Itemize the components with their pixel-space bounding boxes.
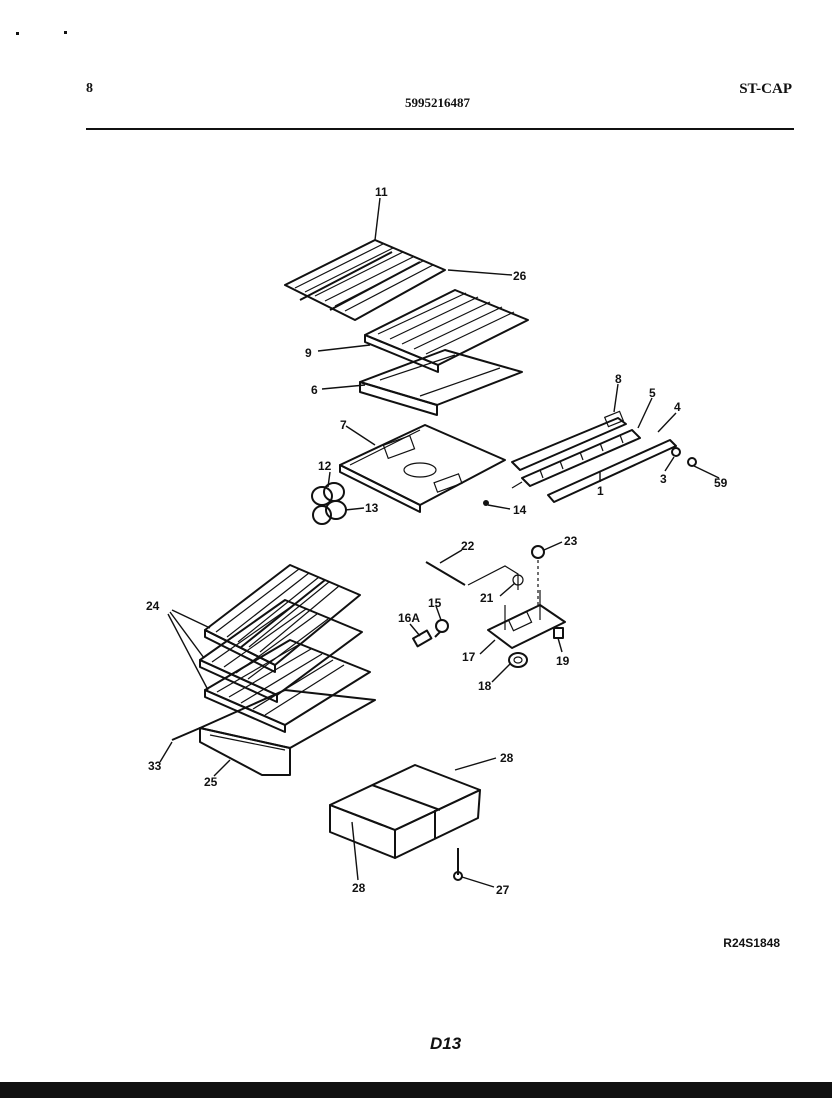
callout-27: 27: [496, 883, 510, 897]
callout-59: 59: [714, 476, 728, 490]
scan-speck: [64, 31, 67, 34]
glass-shelf-part-24-bottom: [204, 639, 371, 733]
glide-part-27: [453, 848, 463, 881]
callout-7: 7: [340, 418, 347, 432]
bracket-part-3: [671, 447, 681, 457]
rail-part-8: [511, 410, 627, 471]
callout-22: 22: [461, 539, 475, 553]
scan-speck: [16, 32, 19, 35]
callout-8: 8: [615, 372, 622, 386]
nut-part-19: [553, 627, 564, 639]
model-code: ST-CAP: [739, 81, 792, 97]
callout-13: 13: [365, 501, 379, 515]
bulb-part-15: [434, 619, 449, 638]
callout-5: 5: [649, 386, 656, 400]
callout-16a: 16A: [398, 611, 420, 625]
panel-part-7: [339, 424, 506, 513]
model-number: 5995216487: [405, 95, 470, 110]
callout-12: 12: [318, 459, 332, 473]
clip-part-59: [687, 457, 697, 467]
knob-part-18: [508, 652, 528, 668]
screw-part-14: [483, 500, 489, 506]
screw-part-33: [171, 727, 201, 741]
socket-part-16a: [412, 629, 433, 648]
callout-33: 33: [148, 759, 162, 773]
housing-part-17: [487, 590, 566, 649]
callout-25: 25: [204, 775, 218, 789]
callout-21: 21: [480, 591, 494, 605]
link-part-21: [467, 565, 524, 590]
callout-14: 14: [513, 503, 527, 517]
callout-26: 26: [513, 269, 527, 283]
knob-part-23: [531, 545, 545, 559]
scan-border: [0, 1082, 832, 1098]
leader-lines: [159, 197, 720, 888]
callout-3: 3: [660, 472, 667, 486]
callout-17: 17: [462, 650, 476, 664]
callout-23: 23: [564, 534, 578, 548]
rod-part-22: [425, 561, 466, 586]
callout-4: 4: [674, 400, 681, 414]
callout-19: 19: [556, 654, 570, 668]
callout-15: 15: [428, 596, 442, 610]
crisper-cover-part-25: [199, 689, 376, 776]
callout-11: 11: [375, 185, 388, 199]
heater-part-5: [511, 429, 641, 489]
rail-part-1: [547, 439, 677, 503]
crisper-drawer-part-28: [329, 764, 481, 859]
glass-shelf-part-24-top: [204, 564, 361, 673]
callout-1: 1: [597, 484, 604, 498]
callout-9: 9: [305, 346, 312, 360]
page-section-number: 8: [86, 81, 93, 96]
drawing-reference-code: R24S1848: [723, 936, 780, 950]
header-rule: [86, 128, 794, 130]
page-number: D13: [430, 1034, 462, 1053]
shelf-part-9: [364, 289, 529, 373]
callout-28-bottom: 28: [352, 881, 366, 895]
wire-shelf-part-11: [284, 239, 446, 321]
callout-24: 24: [146, 599, 160, 613]
callout-28-top: 28: [500, 751, 514, 765]
callout-6: 6: [311, 383, 318, 397]
callout-18: 18: [478, 679, 492, 693]
shelf-frame-part-6: [359, 349, 523, 416]
